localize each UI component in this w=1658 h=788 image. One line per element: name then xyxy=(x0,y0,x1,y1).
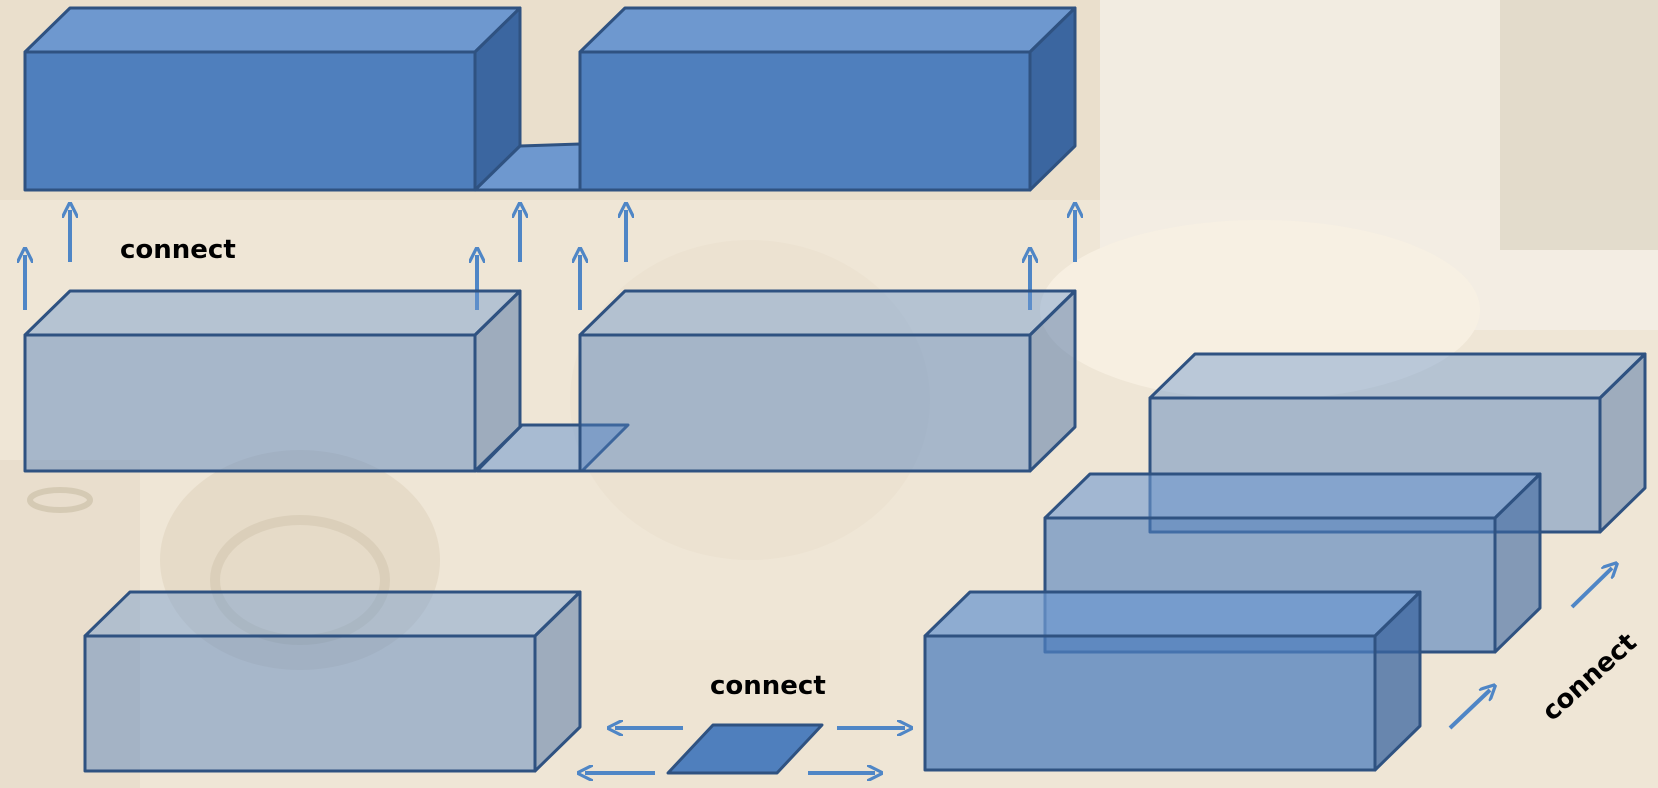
connect-label-bottom: connect xyxy=(710,671,826,701)
box-top-right xyxy=(580,8,1075,190)
box-bottom-left xyxy=(85,592,580,771)
box-stack-front xyxy=(925,592,1420,770)
box-middle-left xyxy=(25,291,520,471)
box-top-left xyxy=(25,8,520,190)
box-middle-right xyxy=(580,291,1075,471)
connect-label-top: connect xyxy=(120,235,236,265)
